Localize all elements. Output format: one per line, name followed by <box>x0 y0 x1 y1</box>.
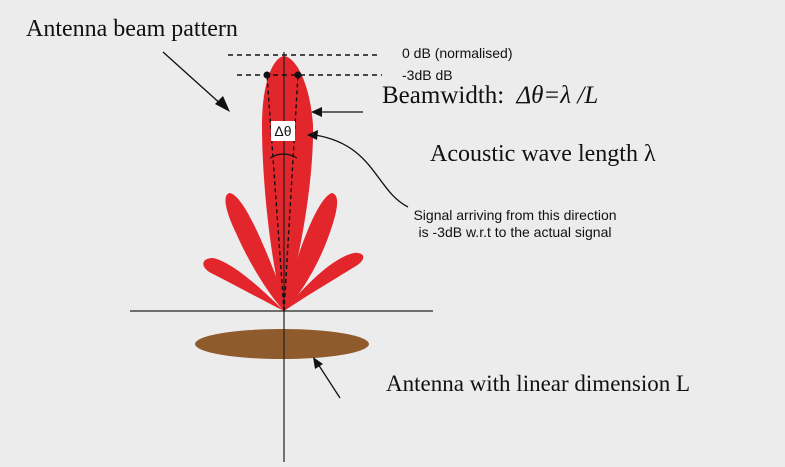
antenna-arrow <box>317 363 341 399</box>
side-lobe-left-outer <box>203 258 284 311</box>
antenna-label: Antenna with linear dimension L <box>386 371 691 396</box>
beam-edge-right <box>283 74 299 312</box>
signal-curve-arrow <box>314 134 409 208</box>
acoustic-wavelength-label: Acoustic wave length λ <box>430 141 656 167</box>
minus3-db-label: -3dB dB <box>402 67 453 83</box>
side-lobe-right-inner <box>284 193 338 311</box>
beamwidth-label: Beamwidth: Δθ=λ /L <box>382 82 598 110</box>
side-lobe-right-outer <box>284 252 364 311</box>
title-arrow <box>162 51 224 107</box>
beamwidth-formula: Δθ=λ /L <box>516 82 599 109</box>
diagram-title: Antenna beam pattern <box>26 16 238 42</box>
right-3db-point <box>294 71 302 79</box>
title-arrowhead <box>215 96 230 112</box>
side-lobe-left-inner <box>225 193 284 311</box>
left-3db-point <box>263 71 271 79</box>
zero-db-label: 0 dB (normalised) <box>402 45 513 61</box>
antenna-arrowhead <box>313 357 323 369</box>
beamwidth-arrowhead <box>311 107 322 117</box>
main-lobe <box>262 56 314 311</box>
signal-note: Signal arriving from this direction is -… <box>413 207 617 240</box>
beam-edge-left <box>266 74 285 312</box>
beamwidth-text: Beamwidth: <box>382 82 505 109</box>
signal-arrowhead <box>307 130 318 140</box>
delta-theta-label: Δθ <box>271 121 295 141</box>
angle-arc <box>269 153 298 159</box>
antenna-ellipse <box>195 329 369 359</box>
